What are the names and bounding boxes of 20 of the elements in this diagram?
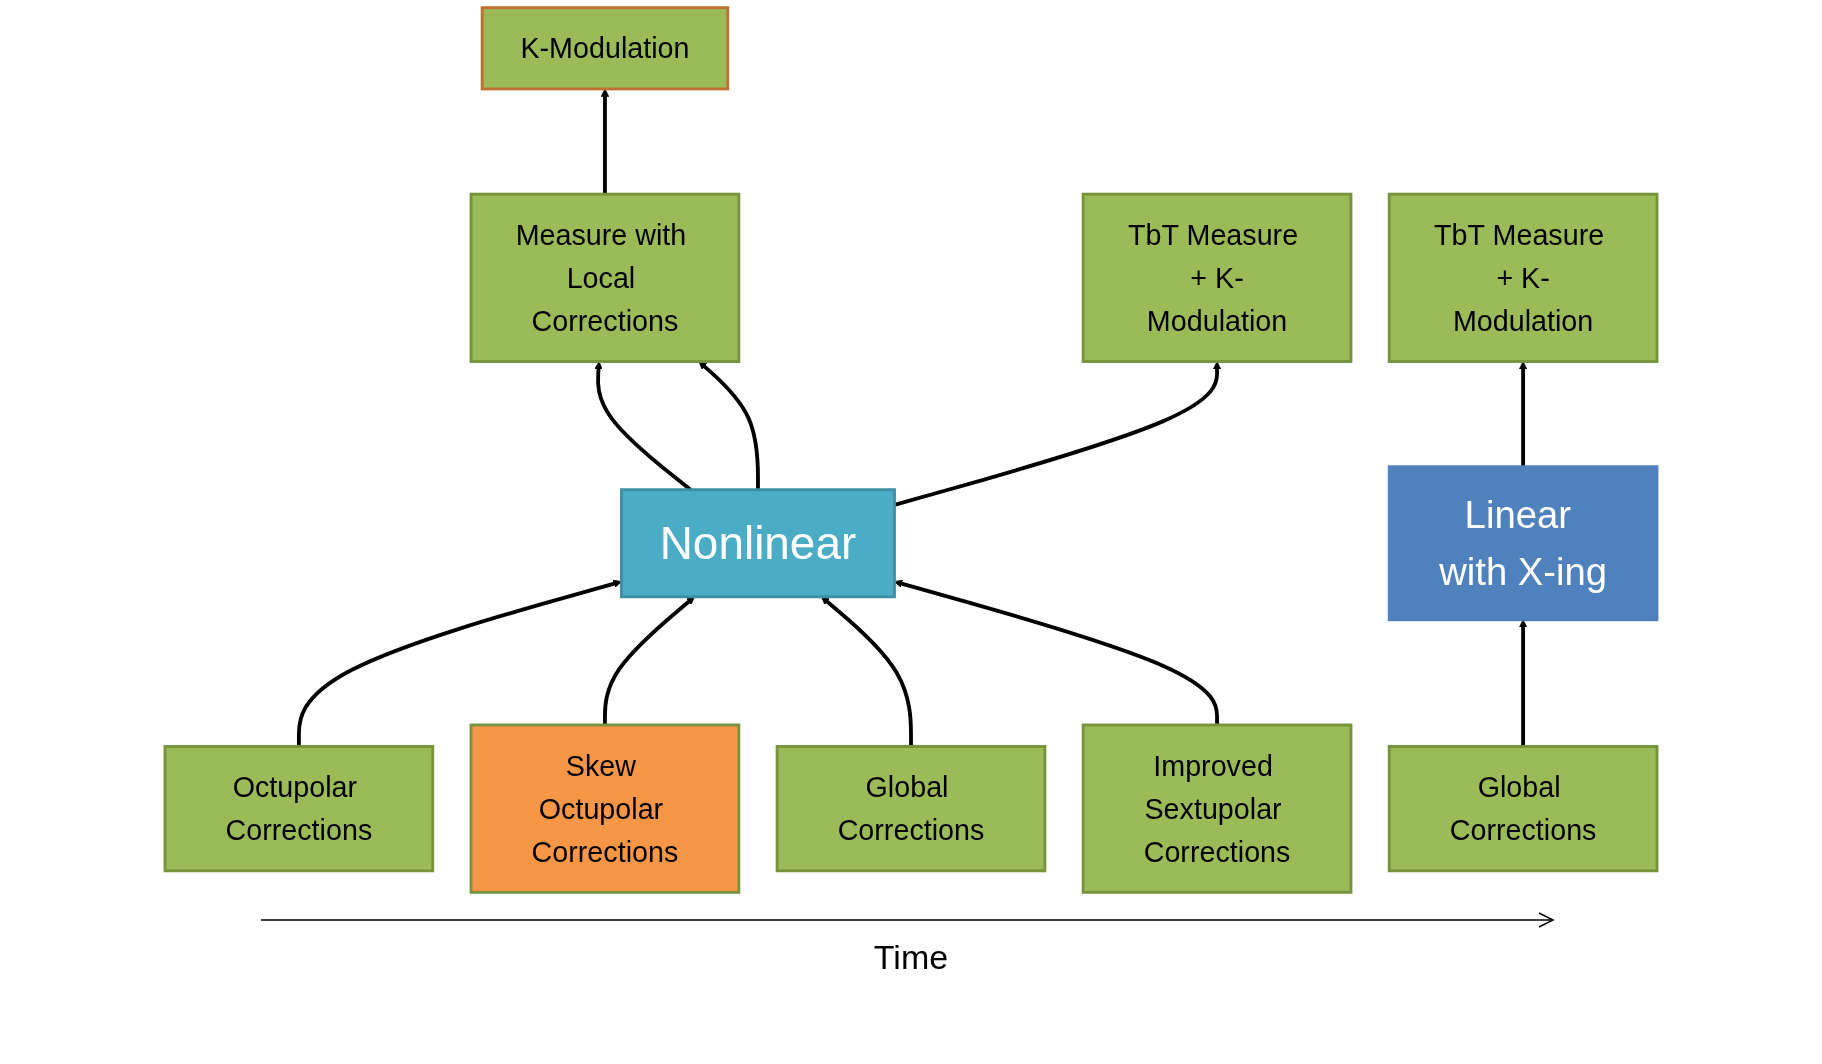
node-box: K-Modulation	[480, 6, 730, 91]
arrow	[600, 88, 610, 195]
node-box: Global Corrections	[775, 745, 1047, 873]
axis-label: Time	[873, 938, 949, 977]
arrow	[1518, 361, 1528, 467]
node-box: Octupolar Corrections	[163, 745, 435, 873]
node-box: Skew Octupolar Corrections	[469, 723, 741, 894]
node-box: Improved Sextupolar Corrections	[1081, 723, 1353, 894]
arrow	[603, 596, 695, 725]
arrow	[698, 361, 760, 490]
node-box: TbT Measure + K-Modulation	[1081, 192, 1353, 363]
node-box: TbT Measure + K-Modulation	[1387, 192, 1659, 363]
node-box: Nonlinear	[620, 488, 896, 599]
arrow	[821, 596, 913, 747]
node-box: Measure with Local Corrections	[469, 192, 741, 363]
arrow	[296, 579, 622, 747]
arrow	[894, 579, 1219, 725]
arrow	[1518, 619, 1528, 747]
node-box: Linear with X-ing	[1387, 465, 1659, 622]
node-box: Global Corrections	[1387, 745, 1659, 873]
